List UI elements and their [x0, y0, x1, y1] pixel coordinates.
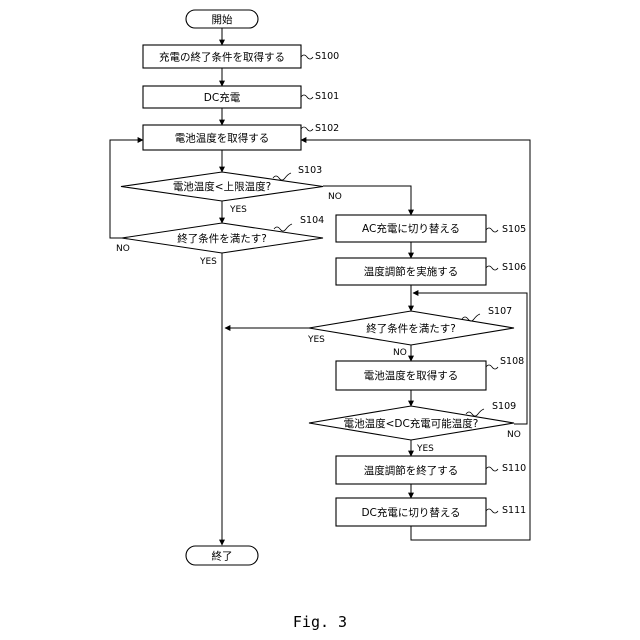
process-s102: 電池温度を取得する — [143, 125, 301, 150]
s101-label: DC充電 — [204, 91, 241, 104]
decision-s103: 電池温度<上限温度? — [121, 172, 323, 201]
s102-label: 電池温度を取得する — [175, 132, 270, 145]
process-s100: 充電の終了条件を取得する — [143, 45, 301, 68]
step-label-s106: S106 — [502, 262, 526, 273]
figure-caption: Fig. 3 — [293, 613, 347, 631]
squiggle-s103 — [273, 173, 291, 180]
branch-s103-no: NO — [328, 192, 342, 202]
s106-label: 温度調節を実施する — [364, 265, 459, 278]
start-label: 開始 — [212, 13, 233, 26]
branch-s103-yes: YES — [229, 205, 247, 215]
branch-s104-no: NO — [116, 244, 130, 254]
squiggle-s104 — [274, 224, 292, 231]
process-s111: DC充電に切り替える — [336, 498, 486, 526]
decision-s107: 終了条件を満たす? — [309, 311, 514, 345]
squiggle-s106 — [486, 266, 498, 270]
branch-s109-no: NO — [507, 430, 521, 440]
step-label-s103: S103 — [298, 165, 322, 176]
step-label-s100: S100 — [315, 51, 339, 62]
squiggle-s109 — [466, 409, 484, 416]
step-label-s101: S101 — [315, 91, 339, 102]
step-label-s104: S104 — [300, 215, 324, 226]
process-s101: DC充電 — [143, 86, 301, 108]
process-s105: AC充電に切り替える — [336, 215, 486, 242]
branch-s107-no: NO — [393, 348, 407, 358]
squiggle-s111 — [486, 509, 498, 513]
squiggle-s101 — [301, 95, 313, 99]
end-label: 終了 — [212, 550, 233, 563]
s104-label: 終了条件を満たす? — [177, 232, 267, 245]
squiggle-s100 — [301, 55, 313, 59]
step-label-s111: S111 — [502, 505, 526, 516]
s103-label: 電池温度<上限温度? — [173, 180, 271, 193]
squiggle-s105 — [486, 228, 498, 232]
branch-s107-yes: YES — [307, 335, 325, 345]
process-s106: 温度調節を実施する — [336, 258, 486, 285]
step-label-s102: S102 — [315, 123, 339, 134]
process-s108: 電池温度を取得する — [336, 361, 486, 390]
step-label-s110: S110 — [502, 463, 526, 474]
start-terminal: 開始 — [186, 10, 258, 28]
end-terminal: 終了 — [186, 546, 258, 565]
s109-label: 電池温度<DC充電可能温度? — [344, 417, 479, 430]
branch-s104-yes: YES — [199, 257, 217, 267]
s110-label: 温度調節を終了する — [364, 464, 459, 477]
squiggle-s108 — [486, 365, 498, 369]
step-label-s107: S107 — [488, 306, 512, 317]
step-label-s109: S109 — [492, 401, 516, 412]
s105-label: AC充電に切り替える — [362, 222, 460, 235]
s107-label: 終了条件を満たす? — [366, 322, 456, 335]
s111-label: DC充電に切り替える — [361, 506, 460, 519]
branch-s109-yes: YES — [416, 444, 434, 454]
process-s110: 温度調節を終了する — [336, 456, 486, 484]
s108-label: 電池温度を取得する — [364, 369, 459, 382]
s100-label: 充電の終了条件を取得する — [159, 51, 285, 64]
squiggle-s110 — [486, 467, 498, 471]
step-label-s105: S105 — [502, 224, 526, 235]
decision-s109: 電池温度<DC充電可能温度? — [309, 406, 514, 440]
decision-s104: 終了条件を満たす? — [122, 223, 323, 253]
squiggle-s102 — [301, 127, 313, 131]
step-label-s108: S108 — [500, 356, 524, 367]
